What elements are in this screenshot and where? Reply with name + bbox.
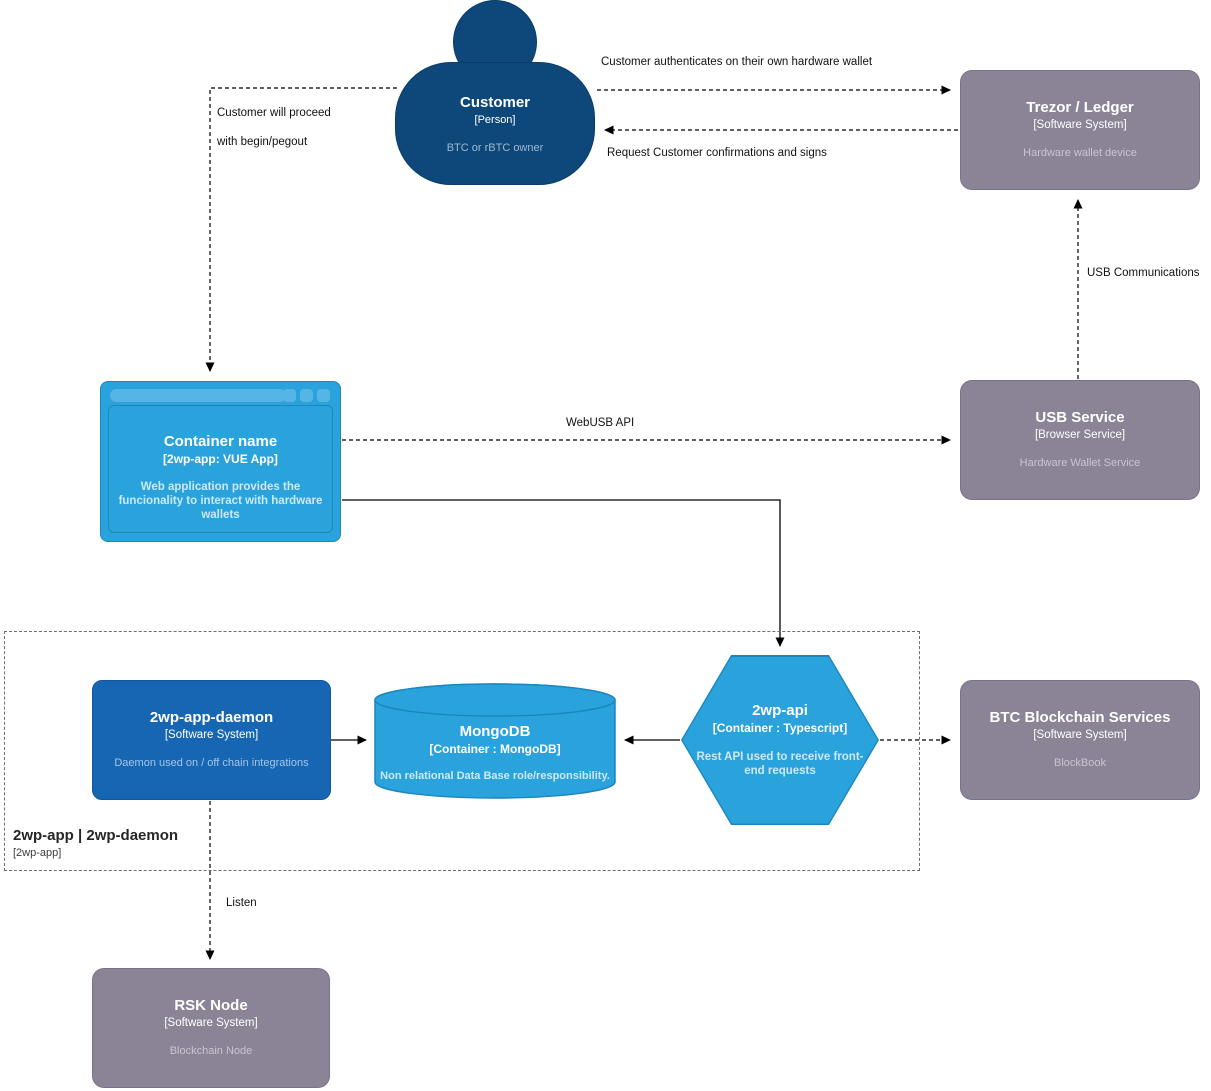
node-description: Hardware wallet device [1023, 147, 1137, 159]
edge-label-webusb: WebUSB API [566, 417, 635, 429]
node-title: Trezor / Ledger [1026, 99, 1134, 116]
node-description: Hardware Wallet Service [1019, 457, 1141, 469]
node-description: Daemon used on / off chain integrations [114, 757, 309, 769]
node-description: BlockBook [1054, 757, 1106, 769]
node-usb-service: USB Service [Browser Service] Hardware W… [960, 380, 1200, 500]
edge-label-confirm: Request Customer confirmations and signs [607, 147, 827, 159]
browser-address-bar [110, 389, 286, 402]
node-description: BTC or rBTC owner [446, 142, 544, 154]
node-subtitle: [Software System] [164, 729, 259, 741]
boundary-2wp-app: 2wp-app | 2wp-daemon [2wp-app] [4, 631, 920, 871]
browser-content: Container name [2wp-app: VUE App] Web ap… [108, 405, 333, 533]
cylinder-shape [374, 683, 616, 799]
boundary-title: 2wp-app | 2wp-daemon [13, 827, 179, 844]
node-title: MongoDB [459, 723, 531, 740]
node-container-name: Container name [2wp-app: VUE App] Web ap… [100, 381, 341, 542]
node-customer: Customer [Person] BTC or rBTC owner [395, 62, 595, 185]
node-title: USB Service [1035, 409, 1125, 426]
node-btc-blockchain-services: BTC Blockchain Services [Software System… [960, 680, 1200, 800]
node-subtitle: [Container : MongoDB] [429, 742, 561, 756]
node-title: 2wp-app-daemon [149, 709, 274, 726]
node-title: Customer [459, 94, 530, 111]
node-description: Web application provides the funcionalit… [118, 481, 323, 521]
node-subtitle: [2wp-app: VUE App] [163, 452, 278, 466]
node-mongodb: MongoDB [Container : MongoDB] Non relati… [374, 683, 616, 800]
node-description: Rest API used to receive front-end reque… [696, 750, 864, 777]
browser-window-button [317, 389, 330, 402]
browser-window-button [300, 389, 313, 402]
edge-label-usb-comm: USB Communications [1087, 267, 1200, 279]
node-subtitle: [Software System] [1033, 729, 1127, 741]
edge-label-proceed-1: Customer will proceed [217, 107, 331, 119]
node-rsk-node: RSK Node [Software System] Blockchain No… [92, 968, 330, 1088]
browser-window-button [283, 389, 296, 402]
edge-frontend-api-line [342, 499, 785, 647]
node-subtitle: [Software System] [164, 1017, 258, 1029]
node-2wp-app-daemon: 2wp-app-daemon [Software System] Daemon … [92, 680, 331, 800]
edge-label-proceed-2: with begin/pegout [217, 136, 308, 148]
node-subtitle: [Browser Service] [1034, 429, 1126, 441]
node-title: Container name [163, 433, 278, 450]
node-title: 2wp-api [752, 701, 808, 719]
node-trezor-ledger: Trezor / Ledger [Software System] Hardwa… [960, 70, 1200, 190]
edge-proceed-line [205, 87, 397, 372]
boundary-subtitle: [2wp-app] [13, 847, 62, 859]
node-title: RSK Node [174, 997, 248, 1014]
node-description: Blockchain Node [169, 1045, 253, 1057]
node-subtitle: [Software System] [1033, 119, 1127, 131]
node-title: BTC Blockchain Services [989, 709, 1171, 726]
node-subtitle: [Person] [474, 114, 516, 126]
edge-label-auth: Customer authenticates on their own hard… [601, 56, 873, 68]
cylinder-text: MongoDB [Container : MongoDB] Non relati… [374, 722, 616, 783]
node-subtitle: [Container : Typescript] [712, 720, 848, 735]
node-description: Non relational Data Base role/responsibi… [380, 770, 610, 782]
edge-label-listen: Listen [226, 897, 257, 909]
